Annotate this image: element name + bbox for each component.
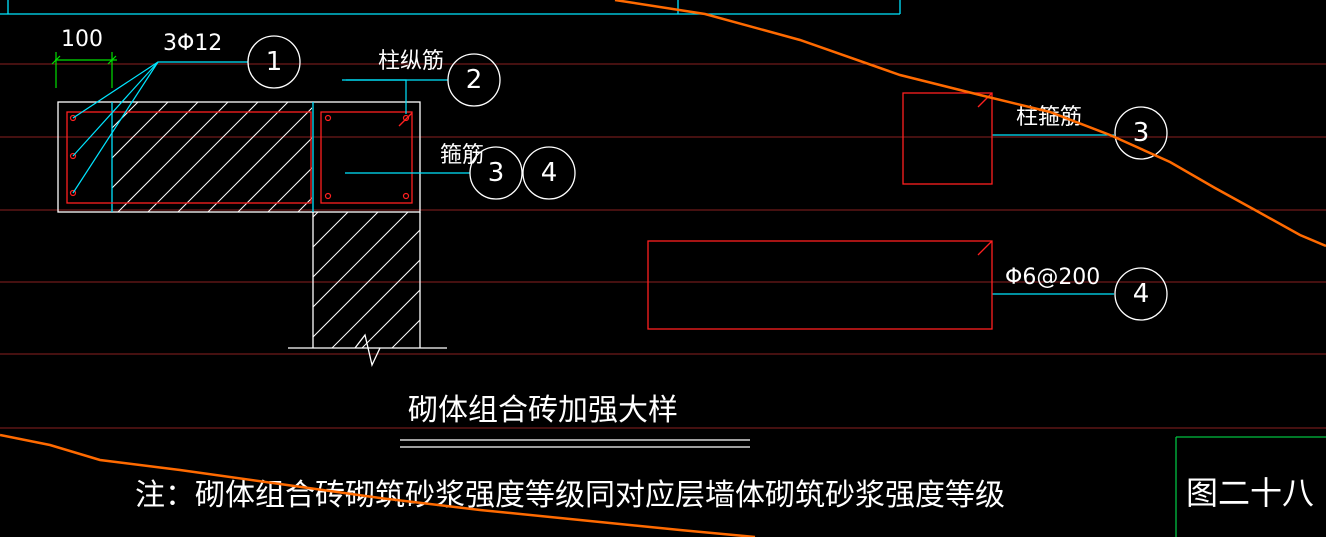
title-underline [400,439,750,448]
cut-line-upper [614,0,1326,248]
stirrup-detail [647,240,993,330]
rebar-cage-left [66,111,312,204]
callout-2: 2 [447,53,501,107]
figure-label-frame [1175,436,1326,537]
brick-hatch-bottom [313,212,420,348]
column-stirrup-detail-hook [977,92,993,108]
callout-4a: 4 [522,146,576,200]
callout-3b: 3 [1114,106,1168,160]
column-stirrup-hook [398,112,413,127]
svg-text:3: 3 [1133,118,1150,148]
brick-hatch-top [112,102,312,212]
svg-text:4: 4 [1133,279,1150,309]
note-text: 注：砌体组合砖砌筑砂浆强度等级同对应层墙体砌筑砂浆强度等级 [135,478,1005,513]
top-frame-border [0,0,901,15]
label-3phi12: 3Φ12 [163,31,222,56]
callout-3a: 3 [469,146,523,200]
detail-title: 砌体组合砖加强大样 [408,393,678,428]
callout-1: 1 [247,35,301,89]
stirrup-detail-hook [977,240,993,256]
svg-text:4: 4 [541,158,558,188]
figure-label: 图二十八 [1186,474,1314,512]
svg-text:1: 1 [266,47,283,77]
dimension-label: 100 [61,27,103,52]
svg-text:2: 2 [466,65,483,95]
label-column-longitudinal: 柱纵筋 [378,49,444,74]
column-stirrup-detail [902,92,993,185]
reference-grid-lines [0,63,1326,429]
cut-line-lower [0,433,756,537]
masonry-vertical-outline [288,212,447,349]
column-rebar-cage [320,111,413,204]
leader-lines [72,61,1114,295]
masonry-horizontal-outline [57,101,421,213]
label-stirrup-spacing: Φ6@200 [1005,265,1100,290]
dimension-line [51,52,117,88]
svg-text:3: 3 [488,158,505,188]
break-line-symbol [354,333,381,367]
section-division-lines [111,102,314,212]
callout-4b: 4 [1114,267,1168,321]
label-column-stirrup: 柱箍筋 [1016,105,1082,130]
rebar-dots [69,114,410,200]
